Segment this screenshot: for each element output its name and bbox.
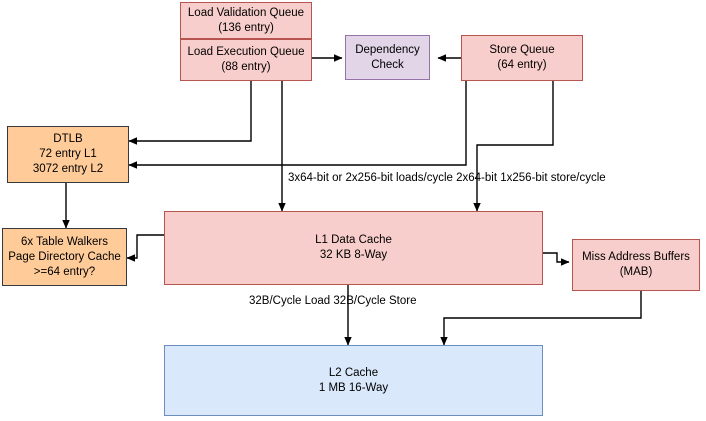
edge-label-l1-bandwidth-line1: 3x64-bit or 2x256-bit loads/cycle (288, 172, 453, 184)
node-dependency-check[interactable]: Dependency Check (345, 35, 430, 80)
node-l2-cache[interactable]: L2 Cache 1 MB 16-Way (164, 345, 543, 416)
node-l1-data-cache[interactable]: L1 Data Cache 32 KB 8-Way (164, 211, 543, 285)
node-dependency-check-line2: Check (371, 58, 404, 71)
node-load-validation-queue-line1: Load Validation Queue (187, 6, 305, 19)
edge-label-l1-bandwidth: 3x64-bit or 2x256-bit loads/cycle 2x64-b… (288, 171, 606, 186)
node-table-walkers[interactable]: 6x Table Walkers Page Directory Cache >=… (2, 228, 127, 286)
edge-label-l1-to-l2-line1: 32B/Cycle Load (249, 295, 331, 307)
edge-mab-to-l2cache (440, 291, 642, 346)
node-dtlb[interactable]: DTLB 72 entry L1 3072 entry L2 (7, 126, 129, 183)
node-dtlb-line2: 72 entry L1 (39, 148, 97, 160)
node-table-walkers-line1: 6x Table Walkers (21, 235, 108, 248)
node-l2-cache-line2: 1 MB 16-Way (318, 381, 389, 394)
edge-leq-to-dtlb (128, 81, 252, 145)
node-load-validation-queue[interactable]: Load Validation Queue (136 entry) (180, 2, 312, 39)
edge-label-l1-bandwidth-line2: 2x64-bit 1x256-bit store/cycle (456, 172, 606, 184)
node-dtlb-line1: DTLB (53, 133, 83, 145)
node-load-execution-queue-line2: (88 entry) (221, 61, 271, 73)
edge-storequeue-to-l1cache (473, 81, 554, 212)
edge-l1cache-to-mab (543, 252, 570, 266)
node-load-execution-queue-line1: Load Execution Queue (187, 46, 305, 58)
node-store-queue-line1: Store Queue (489, 44, 555, 56)
edge-label-l1-to-l2-line2: 32B/Cycle Store (333, 295, 417, 307)
node-miss-address-buffers[interactable]: Miss Address Buffers (MAB) (572, 239, 700, 291)
node-load-execution-queue[interactable]: Load Execution Queue (88 entry) (180, 39, 312, 81)
node-store-queue-line2: (64 entry) (497, 59, 547, 71)
node-table-walkers-line3: >=64 entry? (33, 265, 96, 278)
node-l2-cache-line1: L2 Cache (328, 366, 379, 379)
node-dependency-check-line1: Dependency (355, 43, 420, 56)
edge-label-l1-to-l2: 32B/Cycle Load 32B/Cycle Store (249, 294, 417, 309)
edge-l1cache-to-tablewalkers (126, 234, 164, 262)
node-l1-data-cache-line2: 32 KB 8-Way (319, 249, 388, 261)
node-table-walkers-line2: Page Directory Cache (8, 250, 121, 263)
node-l1-data-cache-line1: L1 Data Cache (315, 234, 392, 246)
node-load-validation-queue-line2: (136 entry) (218, 21, 274, 34)
node-store-queue[interactable]: Store Queue (64 entry) (461, 35, 583, 81)
node-miss-address-buffers-line2: (MAB) (619, 266, 653, 278)
edge-storequeue-to-dtlb (128, 81, 467, 169)
node-miss-address-buffers-line1: Miss Address Buffers (582, 251, 690, 263)
node-dtlb-line3: 3072 entry L2 (32, 163, 104, 175)
